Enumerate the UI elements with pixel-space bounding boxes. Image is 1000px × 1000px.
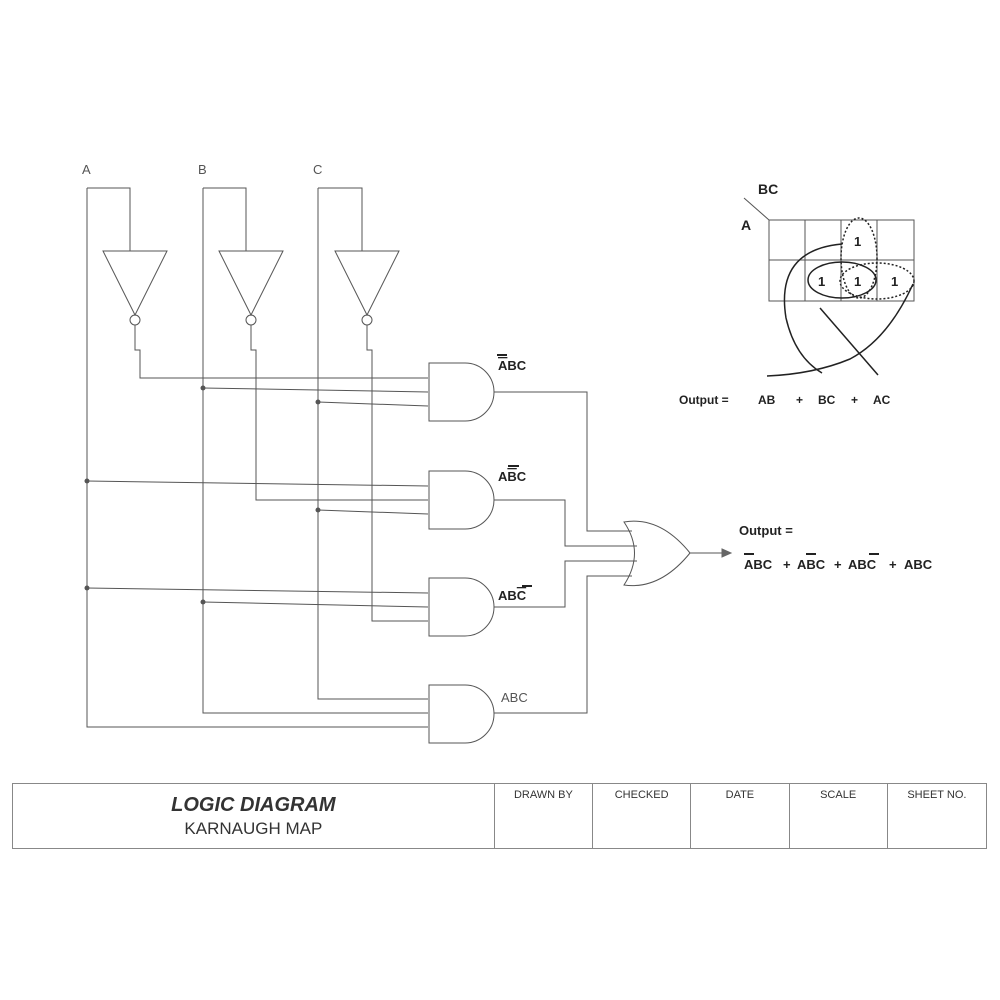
and2-output-wire — [494, 499, 637, 547]
and-gate-1 — [428, 362, 495, 422]
output-term-2: ABC — [797, 557, 826, 572]
and4-output-wire — [494, 575, 632, 714]
kmap-curve-1 — [783, 243, 843, 374]
field-date: DATE — [691, 784, 790, 848]
junction-dot — [315, 507, 321, 513]
output-arrow — [721, 548, 733, 558]
junction-dot — [315, 399, 321, 405]
and-gate-4 — [428, 684, 495, 744]
output-plus: + — [783, 557, 791, 572]
kmap-loop-ac — [839, 262, 915, 300]
output-label: Output = — [739, 523, 793, 538]
kmap-term-ac: AC — [873, 393, 891, 407]
input-b-wire — [202, 187, 429, 714]
title-cell: LOGIC DIAGRAM KARNAUGH MAP — [13, 784, 495, 848]
kmap-plus: + — [851, 393, 858, 407]
field-drawn-by: DRAWN BY — [495, 784, 594, 848]
output-term-4: ABC — [904, 557, 933, 572]
inverter-a — [102, 250, 428, 379]
output-plus: + — [889, 557, 897, 572]
field-sheet-no: SHEET NO. — [907, 789, 967, 801]
kmap-row-var: A — [741, 217, 751, 233]
kmap-cell: 1 — [818, 274, 825, 289]
kmap-grid — [743, 197, 915, 302]
junction-dot — [200, 385, 206, 391]
kmap-output-label: Output = — [679, 393, 729, 407]
gate-label-3: ABC — [498, 588, 527, 603]
kmap-cell: 1 — [854, 274, 861, 289]
and-gate-3 — [428, 577, 495, 637]
gate-label-1: ABC — [498, 358, 527, 373]
junction-dot — [84, 478, 90, 484]
input-label-b: B — [198, 162, 207, 177]
kmap-col-var: BC — [758, 181, 778, 197]
and-gate-2 — [428, 470, 495, 530]
kmap-curve-2 — [766, 283, 914, 377]
input-label-c: C — [313, 162, 322, 177]
junction-dot — [200, 599, 206, 605]
kmap-loop-bc — [840, 217, 878, 299]
or-gate — [623, 520, 691, 587]
kmap-cell: 1 — [854, 234, 861, 249]
field-scale: SCALE — [790, 784, 888, 848]
kmap-cell: 1 — [891, 274, 898, 289]
kmap-line — [819, 307, 879, 376]
junction-dot — [84, 585, 90, 591]
gate-label-4: ABC — [501, 690, 528, 705]
kmap-term-ab: AB — [758, 393, 776, 407]
kmap-loop-ab — [807, 261, 877, 299]
field-checked: CHECKED — [593, 784, 692, 848]
output-term-3: ABC — [848, 557, 877, 572]
inverter-b — [218, 250, 428, 501]
input-c-wire — [317, 187, 429, 700]
title-block: LOGIC DIAGRAM KARNAUGH MAP DRAWN BY CHEC… — [12, 783, 987, 849]
kmap-plus: + — [796, 393, 803, 407]
inverter-c — [334, 250, 428, 622]
and3-output-wire — [494, 560, 637, 608]
input-label-a: A — [82, 162, 91, 177]
gate-label-2: ABC — [498, 469, 527, 484]
drawing-title: LOGIC DIAGRAM — [171, 794, 336, 816]
output-plus: + — [834, 557, 842, 572]
drawing-subtitle: KARNAUGH MAP — [184, 819, 323, 838]
kmap-term-bc: BC — [818, 393, 836, 407]
and1-output-wire — [494, 391, 632, 532]
output-term-1: ABC — [744, 557, 773, 572]
input-a-wire — [86, 187, 429, 728]
